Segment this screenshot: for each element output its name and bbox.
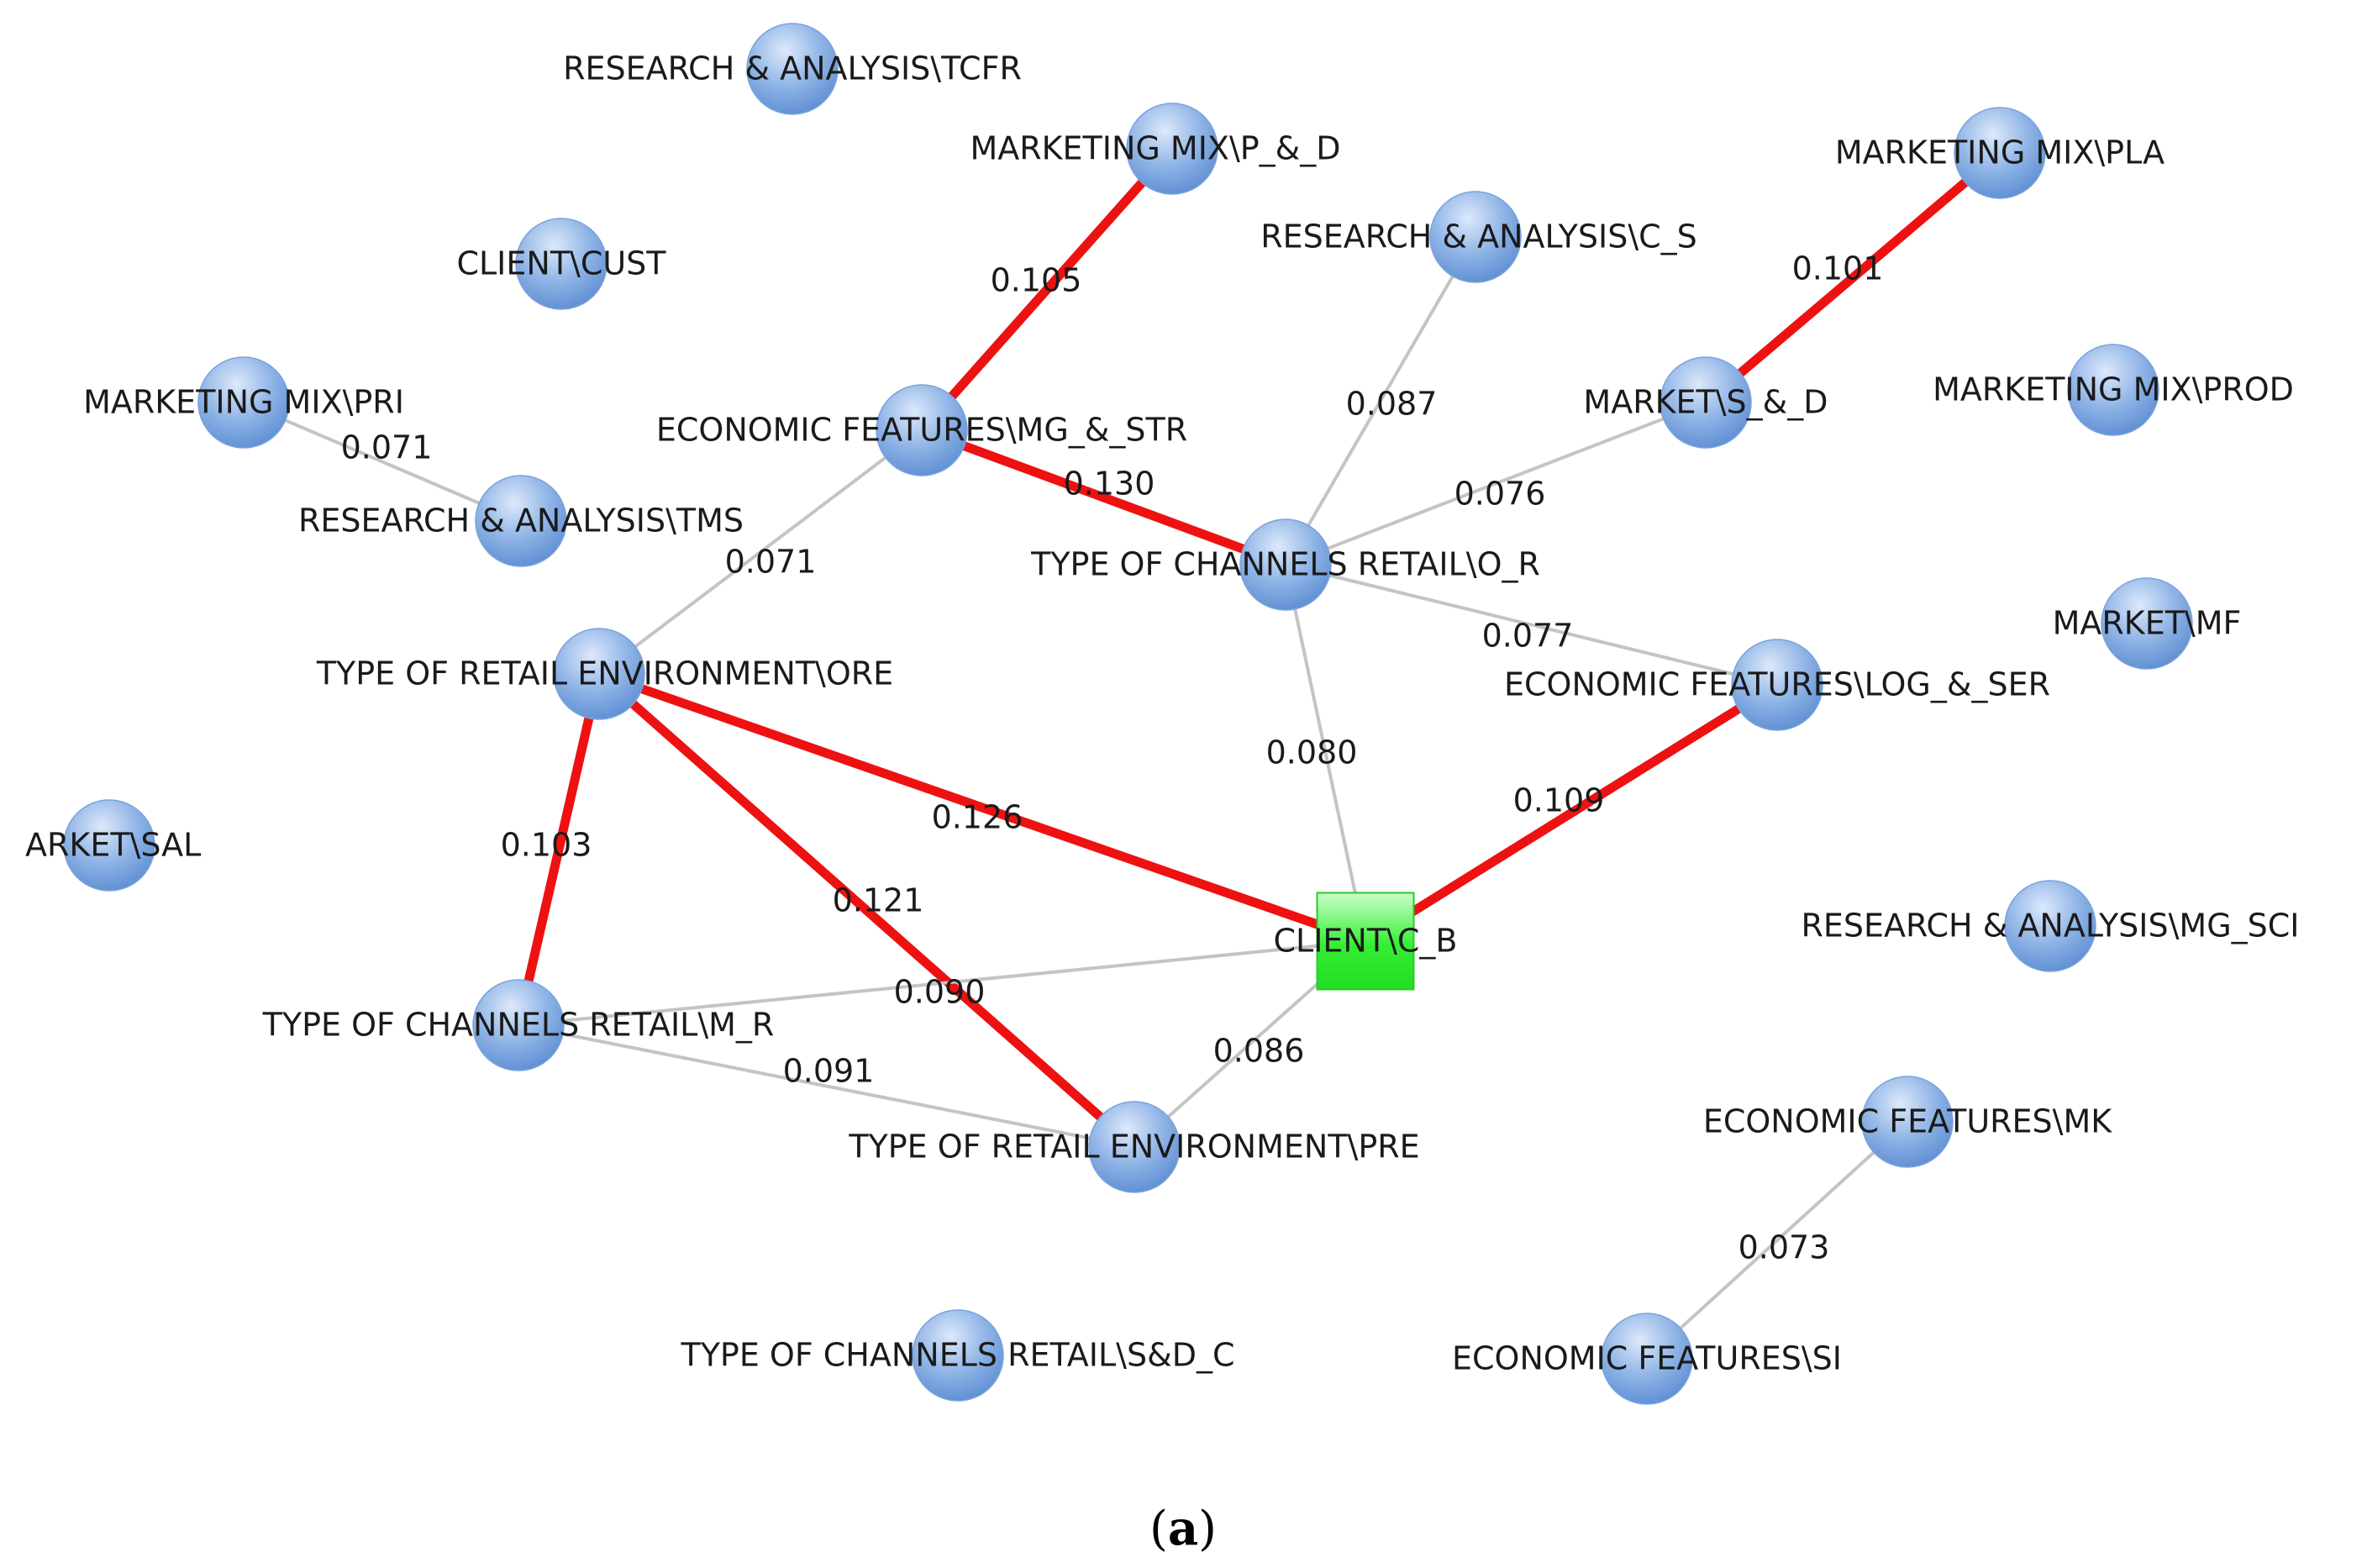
edge-weight-label: 0.086	[1213, 1033, 1305, 1070]
edge-pri-tms	[242, 401, 523, 523]
node-mr[interactable]	[472, 979, 565, 1071]
edge-weight-label: 0.071	[725, 544, 817, 581]
node-label-mgstr: ECONOMIC FEATURES\MG_&_STR	[656, 412, 1187, 449]
edge-cb-logser	[1360, 680, 1782, 946]
edge-mk-si	[1645, 1120, 1909, 1360]
node-label-pd: MARKETING MIX\P_&_D	[970, 130, 1340, 167]
edge-weight-label: 0.130	[1064, 466, 1155, 502]
node-mgsci[interactable]	[2004, 880, 2096, 972]
central-node-cb[interactable]	[1316, 892, 1415, 991]
node-label-mf: MARKET\MF	[2053, 605, 2242, 642]
node-pre[interactable]	[1088, 1101, 1181, 1193]
node-ore[interactable]	[553, 628, 645, 720]
edge-ore-mr	[513, 669, 604, 1030]
edge-weight-label: 0.101	[1792, 250, 1884, 287]
node-label-si: ECONOMIC FEATURES\SI	[1452, 1340, 1842, 1377]
caption-letter: a	[1168, 1501, 1198, 1556]
node-mf[interactable]	[2101, 577, 2193, 670]
edge-label-layer: 0.105 0.101 0.130 0.126 0.121 0.103 0.109 0.071…	[341, 250, 1884, 1266]
node-mgstr[interactable]	[876, 384, 968, 476]
edge-weight-label: 0.080	[1266, 734, 1358, 771]
node-si[interactable]	[1601, 1313, 1693, 1405]
node-label-pre: TYPE OF RETAIL ENVIRONMENT\PRE	[848, 1129, 1419, 1165]
edge-weight-label: 0.103	[501, 827, 592, 864]
node-label-pri: MARKETING MIX\PRI	[83, 384, 404, 421]
edge-weight-label: 0.109	[1513, 782, 1605, 819]
edge-or-cb	[1284, 563, 1367, 943]
edge-weight-label: 0.071	[341, 429, 433, 466]
node-mk[interactable]	[1861, 1076, 1954, 1168]
edge-weight-label: 0.077	[1482, 618, 1574, 655]
edge-weight-label: 0.105	[991, 262, 1082, 299]
node-sdc[interactable]	[912, 1309, 1004, 1402]
node-cust[interactable]	[515, 218, 608, 310]
node-logser[interactable]	[1731, 639, 1823, 731]
edge-ore-pre	[594, 669, 1139, 1152]
node-label-mgsci: RESEARCH & ANALYSIS\MG_SCI	[1801, 908, 2299, 944]
node-label-mk: ECONOMIC FEATURES\MK	[1703, 1103, 2112, 1140]
edge-weight-label: 0.087	[1346, 386, 1438, 423]
node-label-layer: RESEARCH & ANALYSIS\TCFR MARKETING MIX\P_…	[25, 50, 2300, 1377]
edge-weight-label: 0.091	[783, 1053, 875, 1090]
figure-caption: (a)	[1149, 1501, 1217, 1556]
node-tms[interactable]	[475, 475, 567, 567]
node-label-cust: CLIENT\CUST	[456, 245, 666, 282]
edge-pla-sd	[1701, 148, 2005, 408]
node-label-ore: TYPE OF RETAIL ENVIRONMENT\ORE	[316, 655, 893, 692]
edge-or-logser	[1284, 563, 1779, 687]
edge-mgstr-ore	[597, 429, 923, 676]
node-label-mr: TYPE OF CHANNELS RETAIL\M_R	[262, 1007, 775, 1044]
node-pri[interactable]	[197, 356, 290, 449]
node-prod[interactable]	[2067, 344, 2159, 436]
node-label-tms: RESEARCH & ANALYSIS\TMS	[298, 502, 744, 539]
edge-weight-label: 0.090	[894, 974, 986, 1011]
node-layer	[63, 23, 2193, 1405]
edge-weight-label: 0.076	[1454, 476, 1546, 513]
edge-mr-pre	[517, 1023, 1136, 1149]
node-label-sdc: TYPE OF CHANNELS RETAIL\S&D_C	[680, 1337, 1234, 1374]
edge-pd-mgstr	[917, 144, 1177, 435]
edge-ore-cb	[594, 669, 1370, 946]
node-cs[interactable]	[1429, 191, 1522, 283]
edge-layer	[242, 144, 2005, 1360]
edge-mr-cb	[517, 939, 1367, 1027]
node-label-sal: ARKET\SAL	[25, 827, 201, 864]
edge-cs-or	[1284, 235, 1477, 566]
node-label-cs: RESEARCH & ANALYSIS\C_S	[1260, 218, 1697, 255]
caption-close-paren: )	[1198, 1502, 1217, 1556]
edge-weight-label: 0.121	[833, 882, 924, 919]
edge-weight-label: 0.126	[932, 799, 1023, 836]
edge-weight-label: 0.073	[1738, 1229, 1830, 1266]
node-label-cb: CLIENT\C_B	[1274, 923, 1458, 960]
node-pd[interactable]	[1126, 103, 1218, 195]
caption-open-paren: (	[1149, 1502, 1168, 1556]
node-pla[interactable]	[1954, 107, 2046, 199]
edge-sd-or	[1284, 401, 1707, 566]
node-or[interactable]	[1239, 518, 1332, 611]
node-label-tcfr: RESEARCH & ANALYSIS\TCFR	[563, 50, 1022, 87]
node-label-prod: MARKETING MIX\PROD	[1933, 371, 2294, 408]
node-sal[interactable]	[63, 799, 155, 892]
node-tcfr[interactable]	[746, 23, 839, 115]
node-label-or: TYPE OF CHANNELS RETAIL\O_R	[1030, 546, 1540, 583]
node-label-sd: MARKET\S_&_D	[1583, 384, 1828, 421]
node-label-logser: ECONOMIC FEATURES\LOG_&_SER	[1504, 666, 2050, 703]
node-sd[interactable]	[1660, 356, 1752, 449]
edge-mgstr-or	[917, 425, 1291, 570]
node-label-pla: MARKETING MIX\PLA	[1835, 134, 2164, 171]
